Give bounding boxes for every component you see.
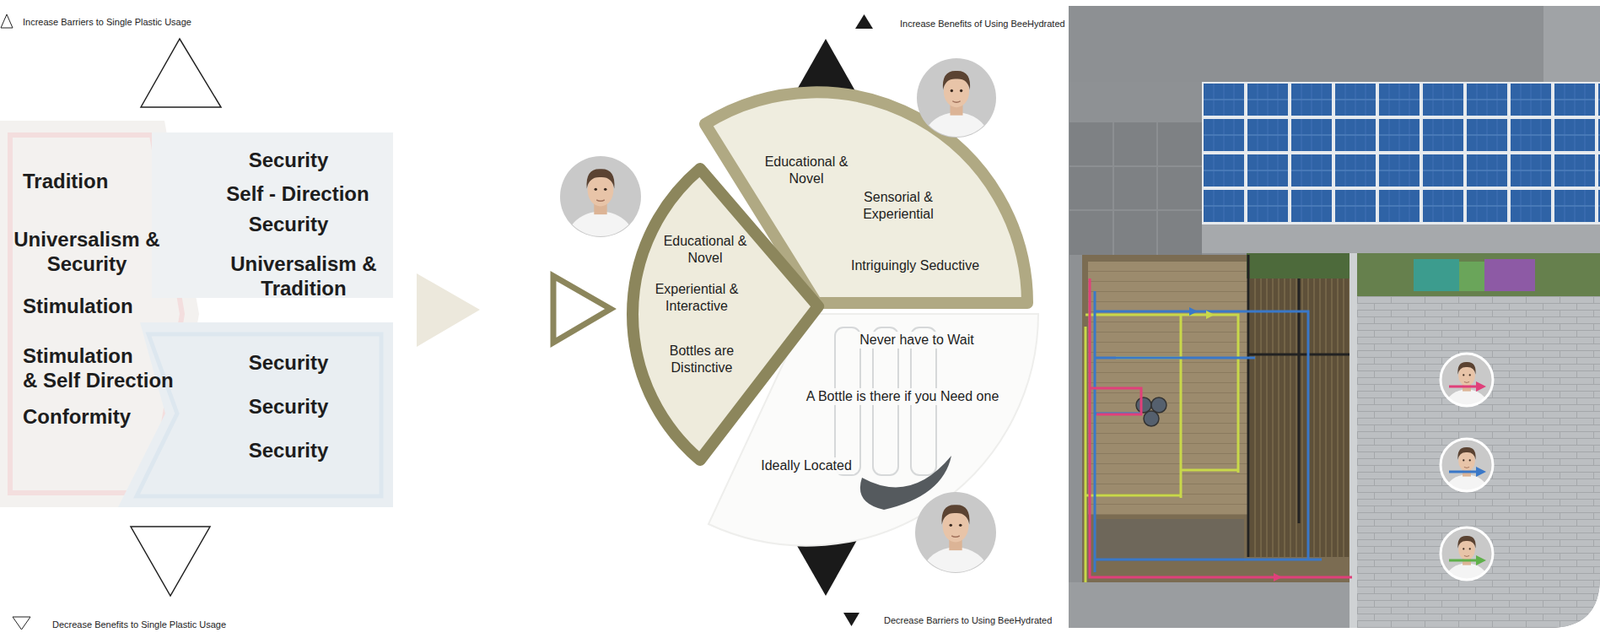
site-plan: [1136, 397, 1152, 413]
site-plan: [1349, 253, 1358, 628]
direction-triangles: [553, 275, 611, 343]
node-text: Conformity: [22, 404, 131, 429]
node-text: Universalism & Security: [13, 226, 160, 277]
map-personas: [1440, 527, 1493, 581]
corner-markers: [843, 612, 860, 626]
wheel-sector: Educational & NovelExperiential & Intera…: [628, 164, 823, 464]
node-text: A Bottle is there if you Need one: [803, 387, 1003, 405]
map-personas: [1449, 385, 1478, 388]
site-plan: [1273, 572, 1283, 582]
corner-label: Increase Barriers to Single Plastic Usag…: [22, 16, 192, 28]
node-text: Security: [248, 393, 329, 419]
map-personas: [1449, 470, 1478, 474]
site-plan: [1248, 254, 1350, 557]
site-plan: [1357, 253, 1600, 297]
route-lines: [1085, 314, 1239, 582]
node-text: Bottles are Distinctive: [669, 342, 734, 376]
node-text: Stimulation: [22, 293, 134, 318]
map-personas: [1440, 438, 1493, 491]
site-plan: [1543, 5, 1600, 82]
site-plan: [1151, 397, 1167, 413]
site-plan: [1246, 253, 1353, 279]
benefit-wheel: [632, 168, 819, 460]
direction-triangles: [416, 273, 480, 347]
site-plan: [1082, 254, 1357, 582]
values-panel: TraditionUniversalism & SecurityStimulat…: [0, 120, 232, 507]
corner-label: Decrease Benefits to Single Plastic Usag…: [52, 619, 227, 631]
map-personas: [1440, 353, 1493, 406]
persona-faces: [560, 156, 642, 239]
node-text: Security: [248, 211, 329, 237]
site-plan: [1201, 81, 1600, 225]
node-text: Educational & Novel: [663, 232, 748, 266]
site-plan: [1096, 518, 1245, 561]
benefit-wheel: [632, 91, 1039, 545]
site-plan: [1201, 224, 1600, 254]
node-text: Security: [248, 147, 329, 173]
corner-markers: [0, 14, 13, 28]
site-plan: [1068, 581, 1358, 628]
map-personas: [1440, 527, 1493, 580]
map-personas: [1476, 554, 1487, 566]
site-plan: [1357, 296, 1600, 628]
site-plan: [1143, 410, 1159, 426]
node-text: Security: [248, 350, 329, 375]
values-panel-ground: [136, 334, 382, 496]
node-text: Experiential & Interactive: [655, 280, 739, 314]
site-plan: [1459, 261, 1485, 291]
site-plan: [1413, 258, 1460, 291]
values-panel-ground: [0, 120, 394, 507]
values-panel: SecuritySelf - DirectionSecurityUniversa…: [189, 120, 397, 507]
node-text: Universalism & Tradition: [230, 251, 377, 302]
site-plan: [1068, 5, 1600, 82]
route-lines: [1094, 290, 1322, 572]
map-personas: [1440, 353, 1493, 407]
node-text: Sensorial & Experiential: [862, 188, 934, 222]
corner-label: Decrease Barriers to Using BeeHydrated: [883, 614, 1052, 626]
map-personas: [1449, 559, 1478, 562]
site-plan: [1068, 5, 1600, 628]
persona-faces: [560, 58, 997, 575]
values-panel-ground: [118, 322, 394, 507]
site-plan: [1069, 122, 1202, 255]
map-personas: [1440, 438, 1493, 492]
node-text: Self - Direction: [226, 181, 369, 206]
node-text: Educational & Novel: [764, 153, 849, 187]
map-personas: [1440, 353, 1493, 581]
direction-triangles: [130, 526, 211, 596]
node-text: Stimulation & Self Direction: [22, 343, 174, 394]
wheel-sector: Never have to Wait A Bottle is there if y…: [780, 316, 1034, 523]
wheel-sector: Educational & NovelSensorial & Experient…: [708, 118, 1029, 308]
node-text: Never have to Wait: [856, 331, 976, 349]
site-plan: [1068, 5, 1600, 628]
corner-label: Increase Benefits of Using BeeHydrated: [899, 18, 1066, 30]
site-plan: [1189, 307, 1198, 316]
map-personas: [1476, 466, 1487, 477]
persona-faces: [915, 491, 997, 575]
route-lines: [1085, 278, 1353, 582]
node-text: Tradition: [22, 168, 108, 194]
site-plan: [1484, 258, 1536, 291]
node-text: Ideally Located: [758, 457, 855, 475]
persona-faces: [916, 58, 997, 140]
corner-markers: [855, 14, 873, 29]
node-text: Security: [248, 437, 329, 463]
node-text: Intriguingly Seductive: [851, 257, 980, 275]
site-plan: [1206, 310, 1215, 319]
map-personas: [1476, 381, 1487, 392]
direction-triangles: [140, 38, 221, 108]
corner-markers: [12, 616, 31, 630]
site-plan: [1069, 122, 1202, 255]
route-lines: [1089, 278, 1353, 577]
